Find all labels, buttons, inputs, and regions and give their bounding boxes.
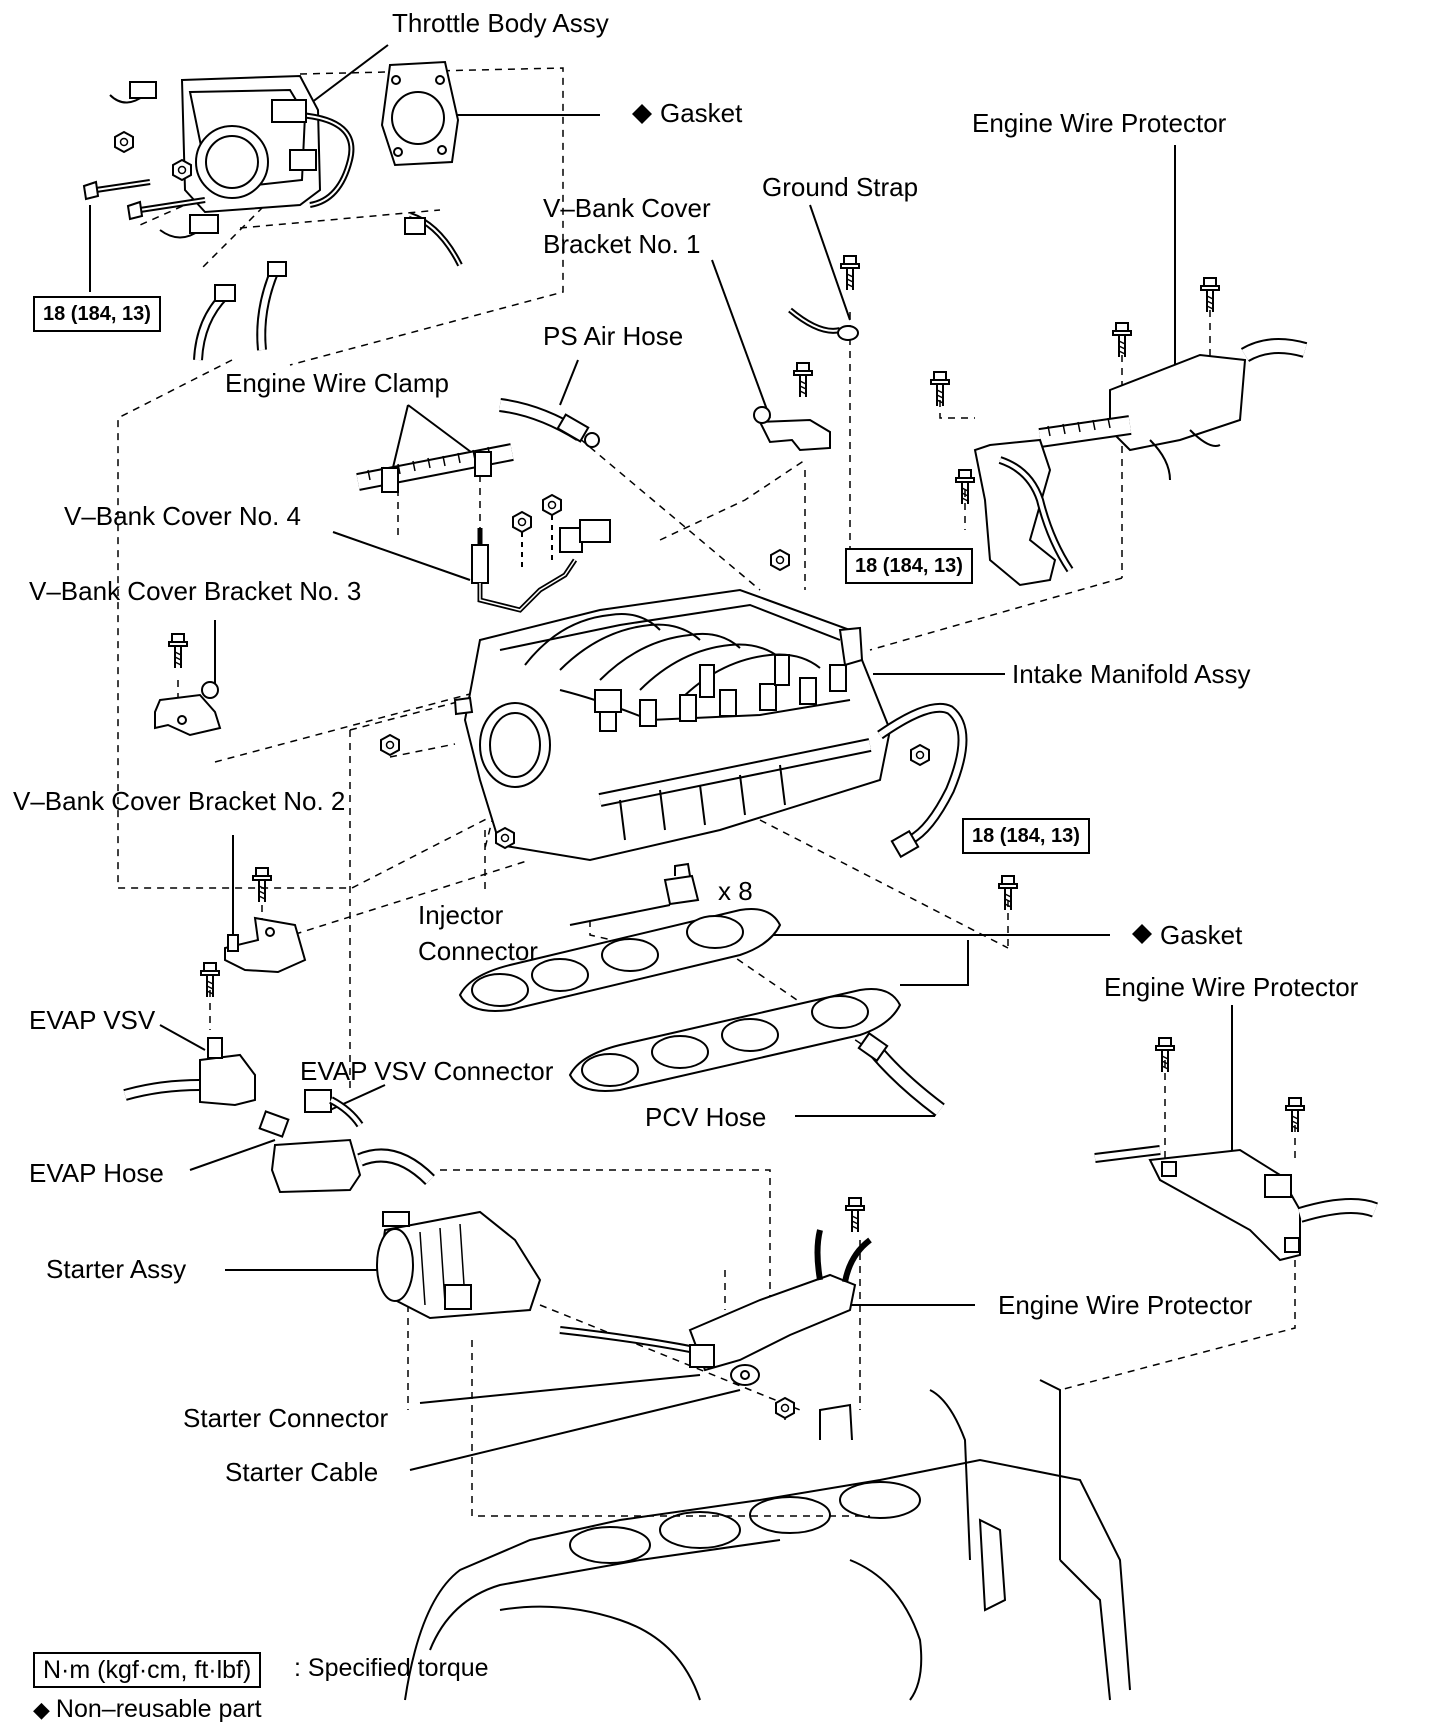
label-gasket-mid: Gasket [1160,920,1243,950]
engine-wire-protector-top-part [930,277,1308,587]
label-engine-wire-protector-bottom: Engine Wire Protector [998,1290,1253,1320]
torque-box-manifold-nut: 18 (184, 13) [845,548,973,584]
engine-wire-protector-mid-part [1094,1037,1378,1262]
torque-box-manifold-bolt: 18 (184, 13) [962,818,1090,854]
label-engine-wire-clamp: Engine Wire Clamp [225,368,449,398]
intake-manifold-part [380,549,968,862]
label-throttle-body-assy: Throttle Body Assy [392,8,609,38]
label-x8: x 8 [718,876,753,906]
label-engine-wire-protector-mid: Engine Wire Protector [1104,972,1359,1002]
evap-vsv-part [123,962,435,1194]
label-starter-assy: Starter Assy [46,1254,187,1284]
label-intake-manifold-assy: Intake Manifold Assy [1012,659,1251,689]
manifold-gaskets-part [458,875,1018,1092]
legend-non-reusable-text: Non–reusable part [55,1695,262,1723]
legend-non-reusable-row: ◆Non–reusable part [33,1694,262,1725]
label-vbank-cover-bracket-no3: V–Bank Cover Bracket No. 3 [29,576,362,606]
pcv-hose-part [857,1031,945,1117]
vbank-cover-bracket-no3-part [154,633,222,737]
non-reusable-mark-top [632,104,652,124]
label-ps-air-hose: PS Air Hose [543,321,684,351]
vbank-cover-bracket-no2-part [224,867,307,974]
label-vbank-cover-bracket-no1: V–Bank Cover Bracket No. 1 [543,193,711,259]
label-ground-strap: Ground Strap [762,172,919,202]
vbank-cover-bracket-no1-part [753,362,831,452]
label-gasket-top: Gasket [660,98,743,128]
engine-block-part [404,1379,1131,1701]
ground-strap-part [788,255,860,341]
label-pcv-hose: PCV Hose [645,1102,767,1132]
label-evap-vsv: EVAP VSV [29,1005,156,1035]
label-starter-connector: Starter Connector [183,1403,389,1433]
starter-assy-part [376,1197,865,1320]
label-evap-hose: EVAP Hose [29,1158,164,1188]
legend-torque-desc: : Specified torque [294,1654,489,1682]
label-vbank-cover-no4: V–Bank Cover No. 4 [64,501,302,531]
legend-torque-unit: N·m (kgf·cm, ft·lbf) [33,1652,262,1688]
legend-non-reusable-mark: ◆ [33,1697,50,1722]
label-evap-vsv-connector: EVAP VSV Connector [300,1056,554,1086]
label-engine-wire-protector-top: Engine Wire Protector [972,108,1227,138]
ps-air-hose-part [499,398,600,448]
label-starter-cable: Starter Cable [225,1457,379,1487]
non-reusable-mark-mid [1132,924,1152,944]
label-vbank-cover-bracket-no2: V–Bank Cover Bracket No. 2 [13,786,346,816]
torque-box-throttle-bolt: 18 (184, 13) [33,296,161,332]
throttle-body-part [82,60,463,361]
leader-lines [159,44,1233,1471]
injector-connector-part [663,862,700,906]
label-injector-connector: Injector Connector [418,900,538,966]
engine-wire-protector-bottom-part [559,1229,872,1419]
vbank-cover-no4-part [471,494,611,613]
engine-wire-clamp-part [356,443,514,493]
